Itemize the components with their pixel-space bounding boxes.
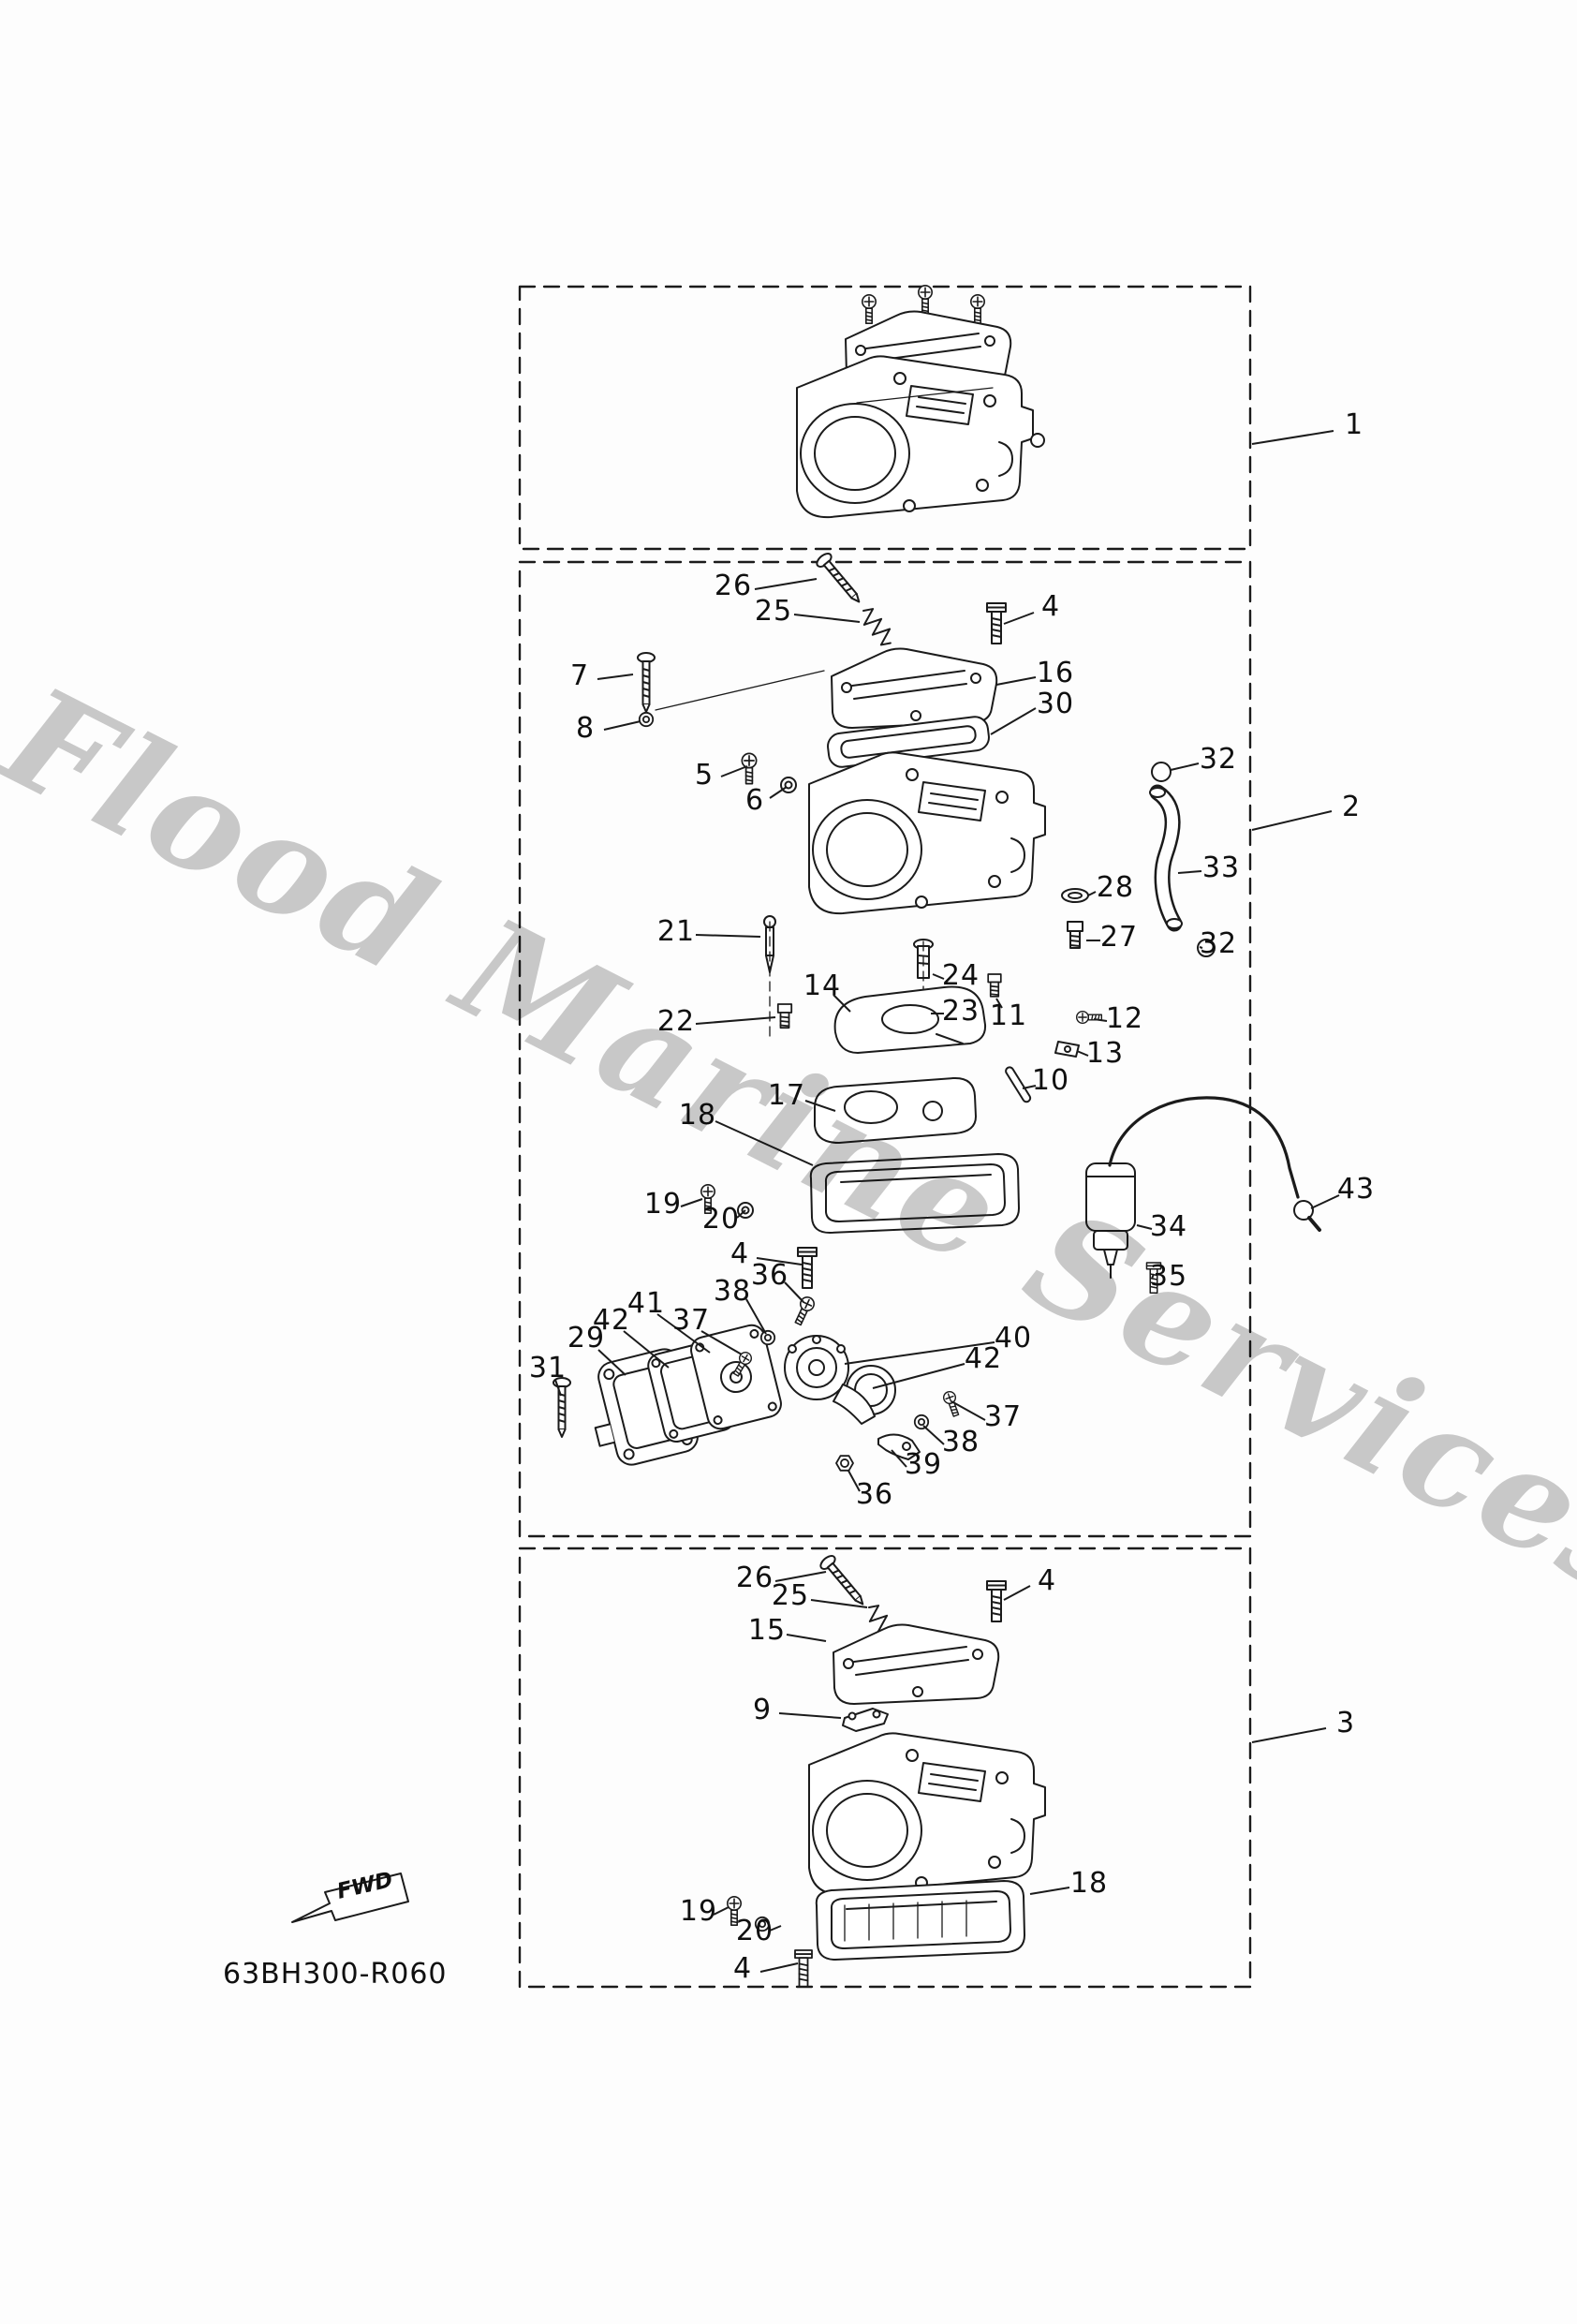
leader-line-36-45: [847, 1470, 861, 1492]
leader-line-32-15: [1199, 946, 1203, 949]
leader-line-2-11: [1251, 810, 1333, 831]
leader-line-30-7: [990, 707, 1037, 735]
leader-line-13-23: [1076, 1050, 1089, 1057]
leader-line-4-55: [759, 1962, 799, 1973]
leader-line-42-41: [872, 1363, 965, 1389]
leader-line-31-39: [554, 1379, 562, 1397]
leader-line-4-3: [1003, 612, 1035, 625]
assembly-box-1: [518, 285, 1252, 551]
bowl-ribs: [844, 1900, 967, 1942]
leader-line-20-54: [769, 1925, 782, 1932]
leader-line-40-40: [844, 1341, 995, 1365]
leader-line-9-50: [778, 1712, 842, 1719]
leader-line-10-24: [1022, 1085, 1037, 1089]
leader-line-26-1: [754, 578, 818, 590]
leader-line-11-20: [995, 998, 1003, 1009]
part-33-hose-drawing: [1149, 784, 1183, 932]
leader-line-19-53: [713, 1906, 730, 1916]
leader-line-34-29: [1136, 1224, 1153, 1230]
leader-line-24-17: [932, 973, 945, 980]
leader-line-22-21: [695, 1016, 776, 1025]
leader-line-17-25: [804, 1100, 836, 1112]
leader-line-14-18: [833, 994, 851, 1013]
leader-line-20-28: [736, 1209, 746, 1219]
leader-line-39-44: [891, 1449, 907, 1468]
leader-line-37-42: [951, 1400, 986, 1421]
leader-line-33-12: [1177, 870, 1202, 874]
part-39-arm-drawing: [877, 1433, 921, 1460]
carburetor-assembly-3-drawing: [726, 1552, 1046, 1988]
drawing-number: 63BH300-R060: [223, 1958, 448, 1991]
leader-line-4-48: [1003, 1585, 1031, 1601]
part-32b-ring-drawing: [1197, 939, 1216, 957]
leader-line-8-5: [603, 720, 641, 731]
leader-line-41-35: [656, 1313, 711, 1354]
fwd-arrow: FWD: [291, 1868, 409, 1923]
leader-line-19-27: [680, 1198, 703, 1207]
leader-line-43-30: [1310, 1194, 1340, 1209]
leader-line-35-31: [1151, 1273, 1155, 1280]
part-32-ring-drawing: [1151, 762, 1172, 782]
leader-line-5-8: [720, 765, 748, 777]
leader-line-37-37: [700, 1330, 743, 1355]
part-13-clip-drawing: [1054, 1041, 1080, 1058]
leader-line-38-43: [922, 1425, 945, 1445]
carburetor-assembly-1-drawing: [796, 284, 1045, 519]
leader-line-7-4: [597, 674, 634, 680]
leader-line-18-52: [1029, 1887, 1070, 1895]
leader-line-42-36: [623, 1330, 670, 1369]
part-10-pin-drawing: [1005, 1066, 1032, 1103]
leader-line-25-2: [793, 614, 861, 623]
carburetor-assembly-2-drawing: [553, 550, 1321, 1473]
leader-line-18-26: [715, 1120, 814, 1166]
leader-line-6-9: [769, 786, 788, 799]
leader-line-1-0: [1251, 430, 1334, 445]
part-43-wire-drawing: [1108, 1096, 1321, 1232]
part-9-link-drawing: [842, 1708, 889, 1732]
leader-line-16-6: [995, 676, 1037, 686]
leader-line-25-47: [810, 1599, 868, 1608]
assembly-box-2: [518, 560, 1252, 1538]
leader-line-28-13: [1087, 891, 1097, 896]
leader-line-21-16: [695, 934, 761, 938]
leader-line-29-38: [597, 1349, 626, 1376]
assembly-box-3: [518, 1547, 1252, 1989]
leader-line-32-10: [1170, 762, 1200, 771]
leader-line-36-33: [784, 1281, 804, 1303]
leader-line-38-34: [745, 1298, 767, 1335]
leader-line-15-49: [786, 1634, 827, 1642]
leader-line-4-32: [756, 1257, 803, 1266]
leader-line-12-22: [1093, 1018, 1108, 1022]
leader-line-3-51: [1251, 1727, 1327, 1743]
leader-line-26-46: [774, 1571, 827, 1582]
